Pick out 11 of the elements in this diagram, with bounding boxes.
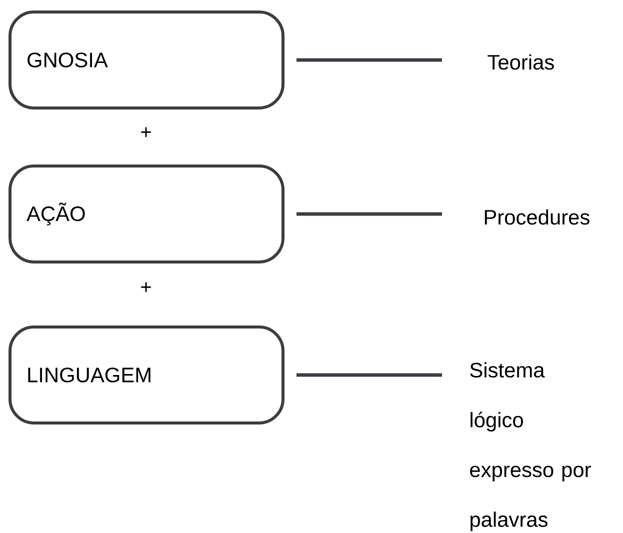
rounded-box: AÇÃO: [8, 164, 284, 264]
rounded-box: GNOSIA: [8, 10, 284, 110]
label-text: Teorias: [488, 54, 554, 70]
connector-line: [296, 373, 442, 377]
plus-sign: +: [141, 127, 151, 137]
description-text: Sistema lógico expresso por palavras: [470, 362, 591, 532]
connector-line: [296, 58, 442, 62]
connector-line: [296, 212, 442, 216]
rounded-box: LINGUAGEM: [8, 326, 284, 424]
plus-sign: +: [141, 282, 151, 292]
label-text: Procedures: [484, 209, 590, 225]
